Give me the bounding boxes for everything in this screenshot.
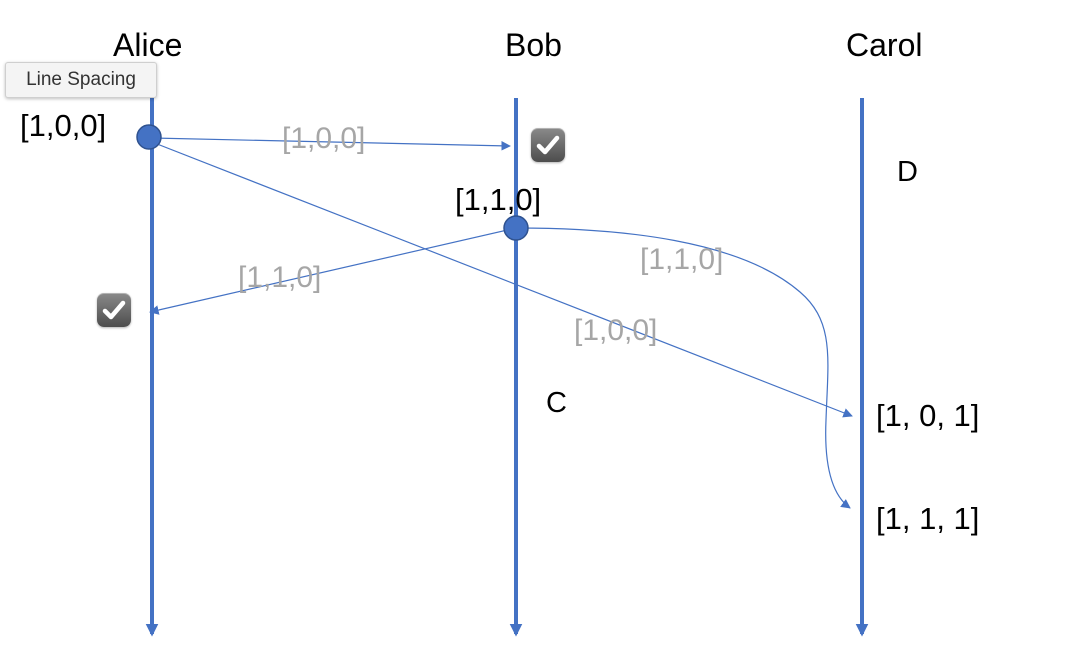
alice-send-clock: [1,0,0] [20,108,107,143]
message-label-alice-to-carol: [1,0,0] [574,314,658,347]
carol-recv-clock-2: [1, 1, 1] [876,501,980,536]
process-label-bob: Bob [505,27,562,63]
process-label-carol: Carol [846,27,923,63]
message-label-alice-to-bob: [1,0,0] [282,122,366,155]
line-spacing-tooltip: Line Spacing [5,62,157,98]
message-label-bob-to-alice: [1,1,0] [238,261,322,294]
marker-d: D [897,156,918,188]
message-bob-to-alice [149,227,517,315]
bob-send-event [503,215,529,241]
checkmark-icon [531,128,565,162]
alice-send-event [136,124,162,150]
message-alice-to-carol [151,141,853,418]
carol-recv-clock-1: [1, 0, 1] [876,398,980,433]
message-alice-to-bob [151,137,511,151]
message-label-bob-to-carol: [1,1,0] [640,243,724,276]
process-label-alice: Alice [113,27,183,63]
checkmark-icon [97,293,131,327]
message-bob-to-carol [515,227,851,509]
marker-c: C [546,387,567,419]
bob-send-clock: [1,1,0] [455,182,542,217]
